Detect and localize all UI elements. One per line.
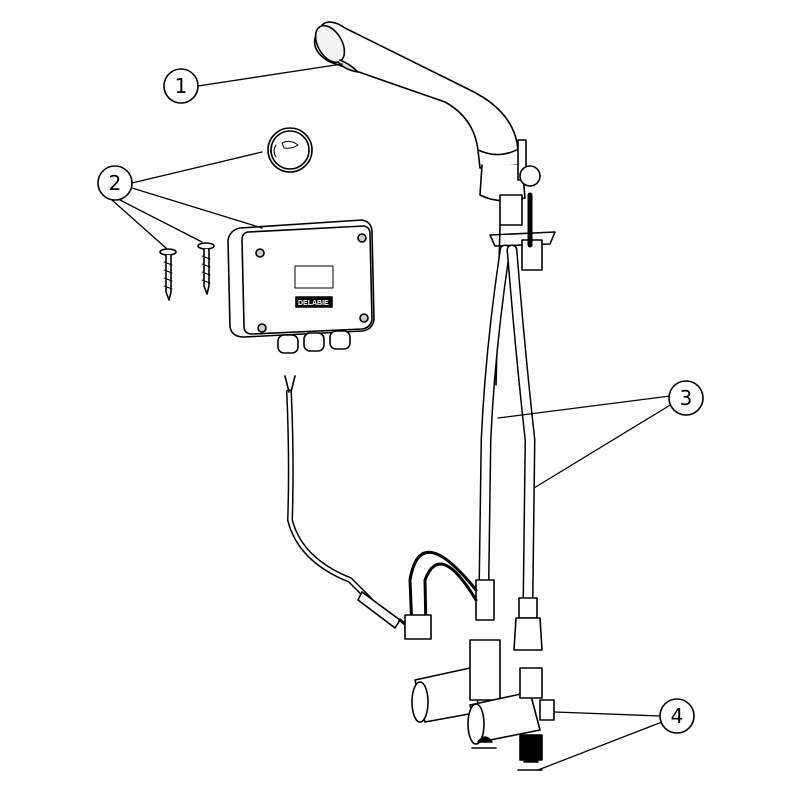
leader-lines — [111, 63, 673, 771]
solenoid-valves — [411, 639, 555, 771]
cable — [284, 375, 414, 632]
callout-number: 3 — [680, 386, 693, 410]
electronic-box: DELABIE — [227, 219, 375, 354]
callout-number: 2 — [109, 171, 122, 195]
callout-number: 4 — [671, 704, 684, 728]
box-logo-text: DELABIE — [298, 300, 329, 307]
callout-2: 2 — [97, 165, 133, 201]
hoses — [404, 244, 543, 651]
callout-number: 1 — [175, 74, 188, 98]
screws — [159, 242, 215, 301]
callout-3: 3 — [668, 380, 704, 416]
callout-4: 4 — [659, 698, 695, 734]
logo-badge — [267, 127, 313, 173]
callout-1: 1 — [163, 68, 199, 104]
